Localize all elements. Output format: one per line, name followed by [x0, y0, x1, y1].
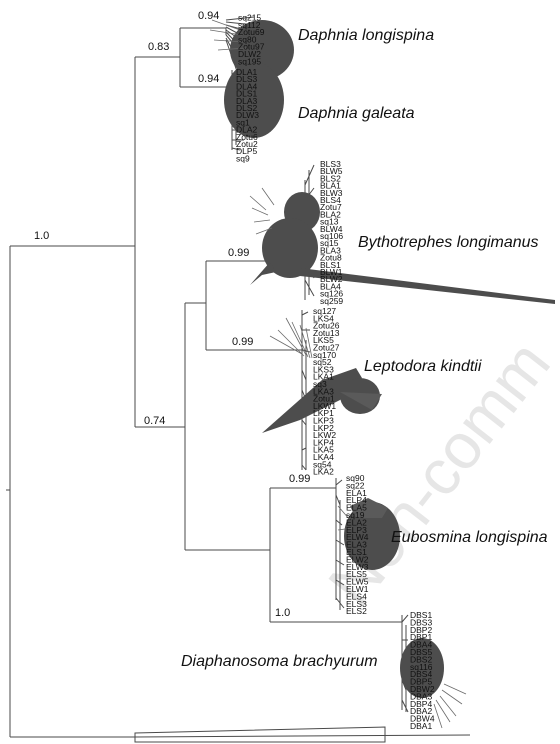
support-eubosmina: 0.99 — [289, 473, 310, 485]
taxon-leptodora: Leptodora kindtii — [364, 358, 482, 375]
taxon-eubosmina: Eubosmina longispina — [391, 529, 548, 546]
tip-labels-bythotrephes: BLS3BLW5BLS2BLA1BLW3BLS4Zotu7BLA2sq13BLW… — [320, 159, 343, 306]
tip-label: ELS2 — [346, 606, 367, 616]
tip-label: sq259 — [320, 296, 343, 306]
support-node-074: 0.74 — [144, 415, 165, 427]
support-daphnia-clade: 0.83 — [148, 41, 169, 53]
tip-labels-eubosmina: sq90sq22ELA1ELP4ELA5sq19ELA2ELP3ELW4ELA3… — [346, 473, 369, 616]
support-daphnia-longispina: 0.94 — [198, 10, 219, 22]
support-diaphanosoma: 1.0 — [275, 607, 290, 619]
taxon-daphnia-longispina: Daphnia longispina — [298, 27, 434, 44]
support-daphnia-galeata: 0.94 — [198, 73, 219, 85]
support-root: 1.0 — [34, 230, 49, 242]
taxon-bythotrephes: Bythotrephes longimanus — [358, 234, 539, 251]
tip-labels-diaphanosoma: DBS1DBS3DBP2DBP1DBA4DBS5DBS2sq116DBS4DBP… — [410, 610, 435, 731]
tip-label: sq9 — [236, 153, 250, 163]
tip-label: LKA2 — [313, 467, 334, 477]
taxon-diaphanosoma: Diaphanosoma brachyurum — [181, 653, 378, 670]
support-bythotrephes: 0.99 — [228, 247, 249, 259]
taxon-daphnia-galeata: Daphnia galeata — [298, 105, 415, 122]
tip-label: DBA1 — [410, 721, 432, 731]
tip-label: sq195 — [238, 56, 261, 66]
tip-labels-daphnia-galeata: DLA1DLS3DLA4DLS1DLA3DLS2DLW3sq1DLA2Zotu6… — [236, 67, 259, 163]
support-leptodora: 0.99 — [232, 336, 253, 348]
